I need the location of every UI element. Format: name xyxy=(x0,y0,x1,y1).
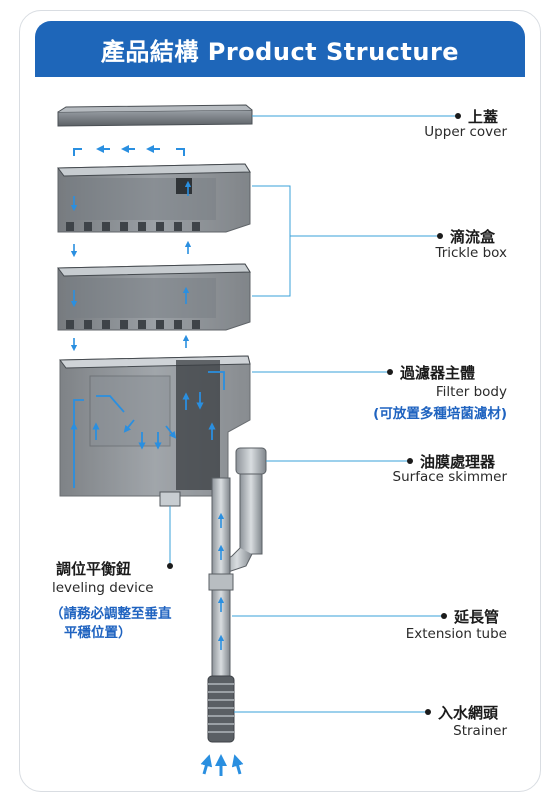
leveling-device-label-zh: 調位平衡鈕 xyxy=(56,560,132,578)
strainer-label-zh: 入水網頭 xyxy=(438,704,499,722)
trickle-box-label-zh: 滴流盒 xyxy=(450,228,496,246)
filter-body-label-zh: 過濾器主體 xyxy=(400,364,476,382)
filter-body-part xyxy=(59,355,251,507)
upper-cover-label-zh: 上蓋 xyxy=(468,108,499,126)
flow-arrows-top xyxy=(73,145,185,156)
strainer-part xyxy=(207,675,235,743)
title-banner: 產品結構 Product Structure xyxy=(35,21,525,77)
surface-skimmer-part xyxy=(221,447,267,573)
page-title: 產品結構 Product Structure xyxy=(100,37,460,66)
extension-tube-part xyxy=(208,477,234,677)
leader-dots xyxy=(167,113,461,715)
trickle-box-label-en: Trickle box xyxy=(435,245,507,261)
extension-tube-label-zh: 延長管 xyxy=(454,608,500,626)
trickle-box-lower xyxy=(57,263,251,331)
upper-cover-part xyxy=(57,104,253,127)
surface-skimmer-label-en: Surface skimmer xyxy=(392,469,507,485)
leader-lines xyxy=(169,115,458,713)
intake-arrows xyxy=(200,754,244,776)
flow-arrows-trickle-1 xyxy=(70,180,192,258)
flow-arrows-trickle-2 xyxy=(70,286,190,352)
extension-tube-label-en: Extension tube xyxy=(405,626,507,642)
strainer-label-en: Strainer xyxy=(453,723,507,739)
leveling-device-note-line1: （請務必調整至垂直 xyxy=(50,606,172,622)
leveling-device-note-line2: 平穩位置） xyxy=(64,625,132,641)
filter-body-note: (可放置多種培菌濾材) xyxy=(373,406,507,422)
leveling-device-label-en: leveling device xyxy=(52,580,154,596)
surface-skimmer-label-zh: 油膜處理器 xyxy=(420,453,496,471)
trickle-box-upper xyxy=(57,163,251,233)
flow-arrows-filter-body xyxy=(70,371,225,488)
filter-body-label-en: Filter body xyxy=(435,384,507,400)
upper-cover-label-en: Upper cover xyxy=(424,124,507,140)
